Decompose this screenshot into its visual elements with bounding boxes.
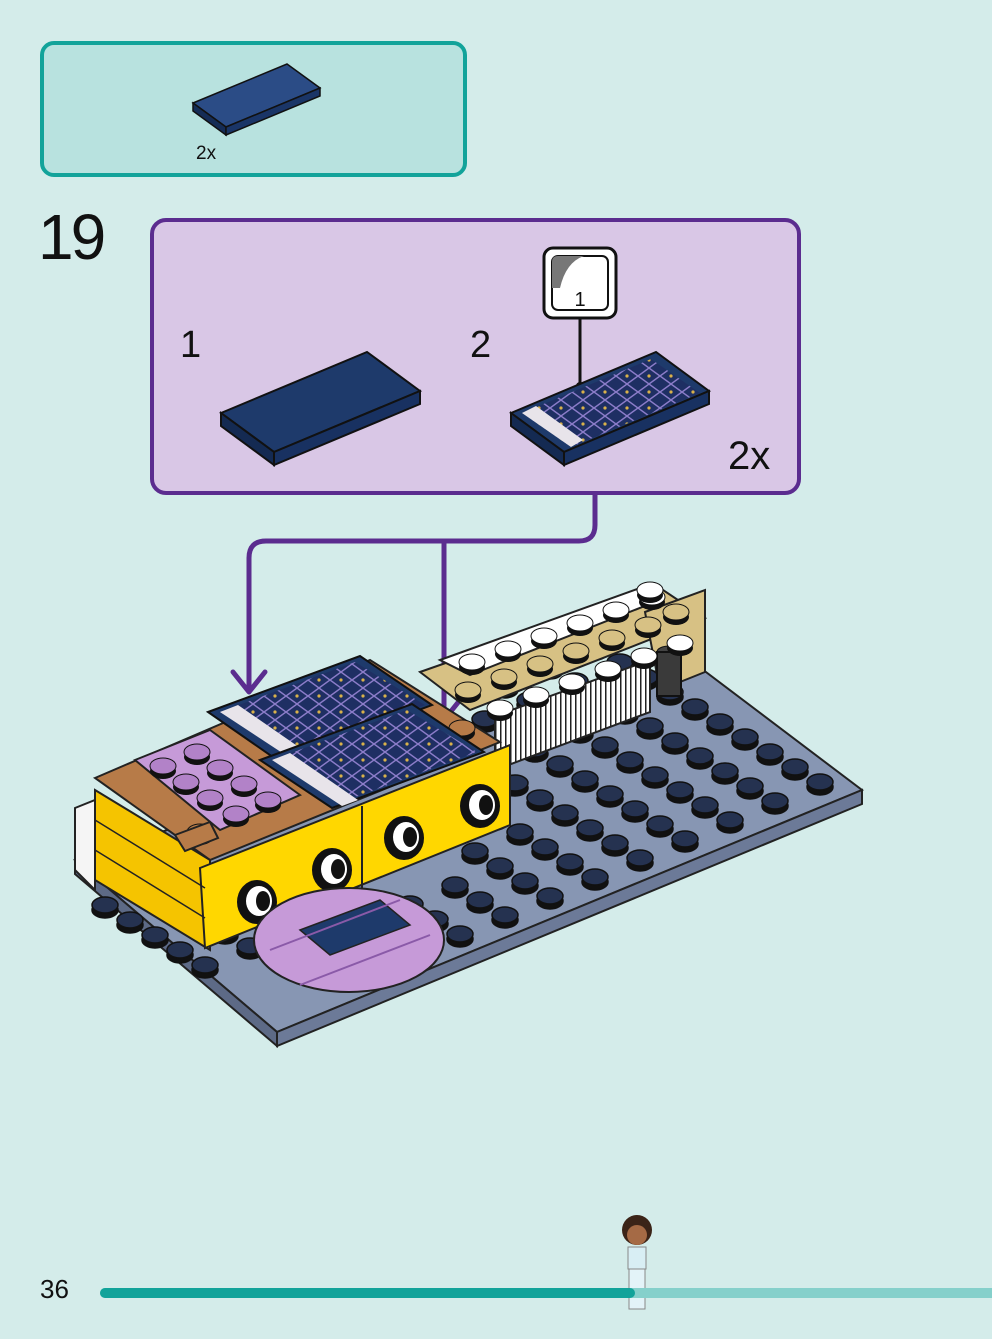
step-number: 19: [38, 201, 106, 273]
substep2-tile-icon: [508, 350, 712, 467]
parts-callout: 2x: [40, 41, 467, 177]
white-stud: [486, 699, 514, 717]
baseplate-stud: [571, 770, 599, 788]
baseplate-stud: [506, 823, 534, 841]
baseplate-stud: [511, 872, 539, 890]
page-number: 36: [40, 1274, 69, 1304]
baseplate-stud: [141, 926, 169, 944]
lavender-stud: [172, 773, 200, 791]
baseplate-stud: [806, 773, 834, 791]
substep-multiplier: 2x: [728, 434, 771, 478]
baseplate-stud: [626, 849, 654, 867]
white-stud: [566, 614, 594, 632]
knob-center: [331, 859, 345, 879]
baseplate-stud: [546, 755, 574, 773]
lavender-stud: [149, 757, 177, 775]
baseplate-stud: [716, 811, 744, 829]
baseplate-stud: [711, 762, 739, 780]
baseplate-stud: [756, 743, 784, 761]
baseplate-stud: [91, 896, 119, 914]
white-stud: [558, 673, 586, 691]
purple-rug: [253, 887, 445, 993]
baseplate-stud: [671, 830, 699, 848]
lavender-stud: [230, 775, 258, 793]
baseplate-stud: [116, 911, 144, 929]
white-stud: [530, 627, 558, 645]
baseplate-stud: [576, 819, 604, 837]
substep-label-2: 2: [470, 324, 492, 366]
baseplate-stud: [526, 789, 554, 807]
tan-stud: [490, 668, 518, 686]
baseplate-stud: [601, 834, 629, 852]
baseplate-stud: [681, 698, 709, 716]
progress-fill: [100, 1288, 636, 1298]
parts-tile-icon: [191, 63, 322, 137]
baseplate-stud: [686, 747, 714, 765]
baseplate-stud: [761, 792, 789, 810]
baseplate-stud: [706, 713, 734, 731]
white-stud: [522, 686, 550, 704]
lavender-stud: [254, 791, 282, 809]
tan-stud: [454, 681, 482, 699]
white-stud: [458, 653, 486, 671]
baseplate-stud: [466, 891, 494, 909]
baseplate-stud: [531, 838, 559, 856]
baseplate-stud: [536, 887, 564, 905]
baseplate-stud: [166, 941, 194, 959]
baseplate-stud: [781, 758, 809, 776]
baseplate-stud: [596, 785, 624, 803]
white-stud: [630, 647, 658, 665]
baseplate-stud: [646, 815, 674, 833]
tan-stud: [526, 655, 554, 673]
baseplate-stud: [661, 732, 689, 750]
back-studs: [454, 581, 694, 721]
baseplate-stud: [491, 906, 519, 924]
baseplate-stud: [616, 751, 644, 769]
baseplate-stud: [551, 804, 579, 822]
baseplate-stud: [636, 717, 664, 735]
knob-center: [403, 827, 417, 847]
baseplate-stud: [581, 868, 609, 886]
tan-stud: [598, 629, 626, 647]
white-stud: [636, 581, 664, 599]
baseplate-stud: [731, 728, 759, 746]
tan-stud: [634, 616, 662, 634]
lavender-stud: [196, 789, 224, 807]
lavender-stud: [206, 759, 234, 777]
sticker-callout: [542, 246, 618, 390]
white-stud: [494, 640, 522, 658]
baseplate-stud: [641, 766, 669, 784]
knob-center: [479, 795, 493, 815]
parts-count: 2x: [196, 143, 217, 164]
baseplate-stud: [486, 857, 514, 875]
baseplate-stud: [591, 736, 619, 754]
sticker-number: 1: [574, 289, 585, 311]
white-stud: [666, 634, 694, 652]
progress-bar: [100, 1288, 992, 1298]
white-stud: [594, 660, 622, 678]
yellow-body: [94, 743, 511, 952]
baseplate-stud: [191, 956, 219, 974]
baseplate-stud: [461, 842, 489, 860]
baseplate-stud: [621, 800, 649, 818]
tan-stud: [562, 642, 590, 660]
baseplate-stud: [691, 796, 719, 814]
baseplate-stud: [556, 853, 584, 871]
substep-label-1: 1: [180, 324, 202, 366]
substep1-tile-icon: [218, 350, 423, 467]
baseplate-stud: [666, 781, 694, 799]
white-stud: [602, 601, 630, 619]
baseplate-stud: [446, 925, 474, 943]
placed-tiles: [205, 654, 487, 810]
lavender-stud: [222, 805, 250, 823]
tan-stud: [662, 603, 690, 621]
knob-center: [256, 891, 270, 911]
yellow-knobs: [237, 784, 500, 924]
baseplate-stud: [441, 876, 469, 894]
lavender-stud: [183, 743, 211, 761]
baseplate-stud: [736, 777, 764, 795]
